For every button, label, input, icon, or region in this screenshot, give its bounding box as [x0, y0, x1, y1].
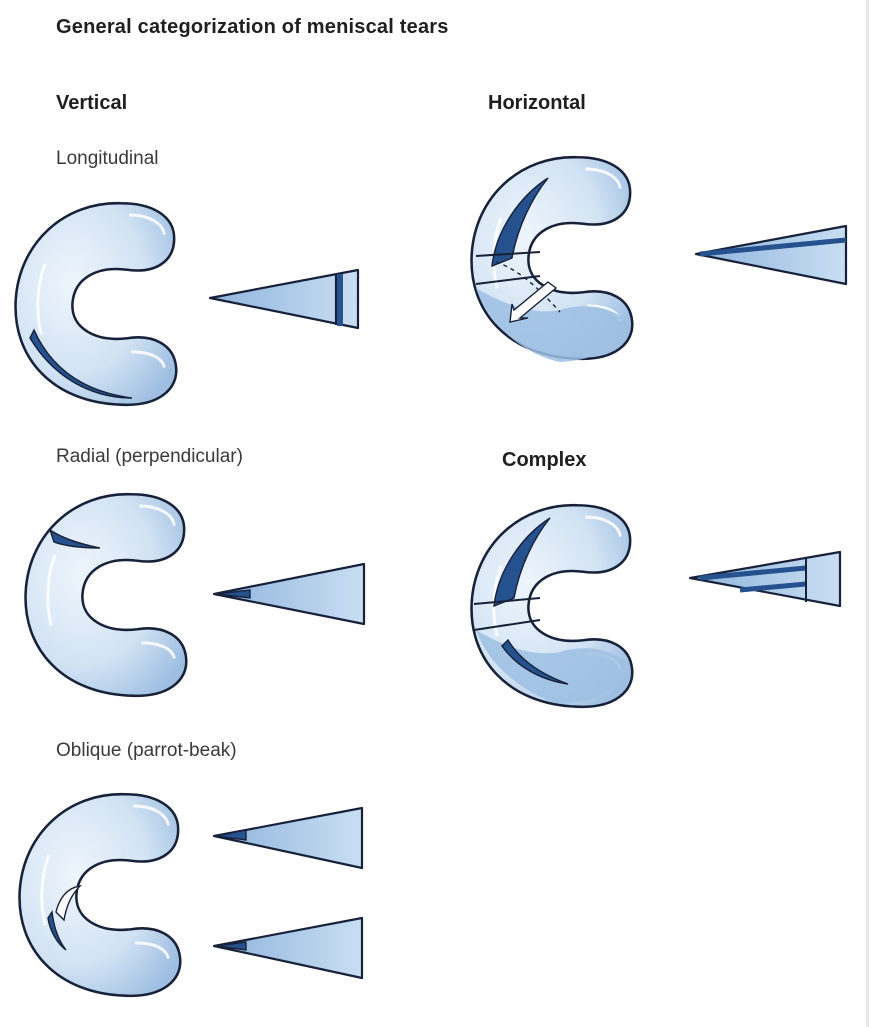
longitudinal-label: Longitudinal: [56, 148, 159, 169]
diagram-title: General categorization of meniscal tears: [56, 16, 449, 38]
complex-heading: Complex: [502, 449, 587, 471]
radial-label: Radial (perpendicular): [56, 446, 243, 467]
page-edge: [866, 0, 869, 1027]
oblique-tear-figure: [18, 792, 182, 998]
oblique-label: Oblique (parrot-beak): [56, 740, 237, 761]
longitudinal-wedge-section: [208, 268, 360, 330]
vertical-heading: Vertical: [56, 92, 128, 114]
horizontal-wedge-section: [694, 224, 848, 286]
horizontal-heading: Horizontal: [488, 92, 586, 114]
oblique-wedge-section-upper: [212, 806, 364, 870]
longitudinal-tear-figure: [14, 201, 178, 407]
complex-wedge-section: [688, 550, 842, 608]
horizontal-tear-figure: [470, 155, 634, 362]
radial-wedge-section: [212, 562, 366, 626]
complex-tear-figure: [470, 503, 634, 709]
radial-tear-figure: [24, 492, 188, 698]
oblique-wedge-section-lower: [212, 916, 364, 980]
